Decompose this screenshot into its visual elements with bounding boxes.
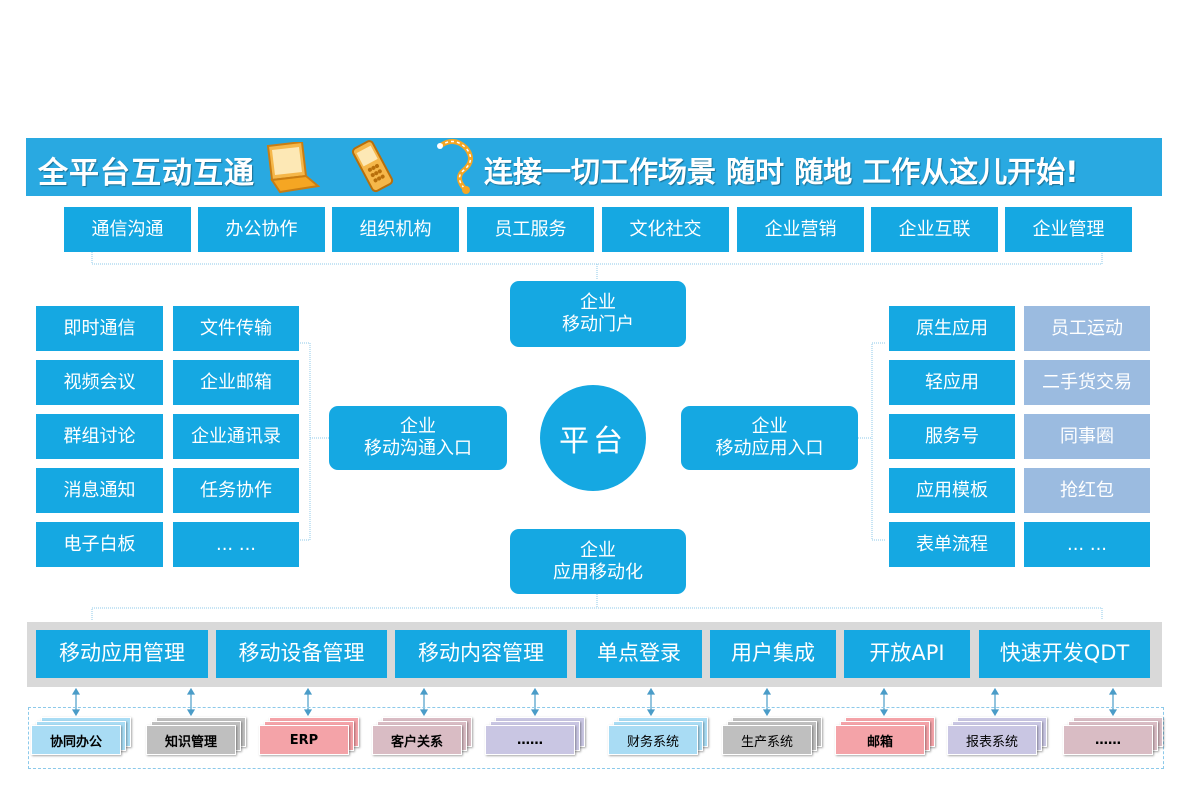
right-feature-6[interactable]: 同事圈 <box>1024 414 1150 459</box>
system-7[interactable]: 生产系统 <box>722 717 822 755</box>
system-8[interactable]: 邮箱 <box>835 717 935 755</box>
system-10[interactable]: …… <box>1063 717 1163 755</box>
right-feature-3[interactable]: 轻应用 <box>889 360 1015 405</box>
system-layer <box>608 725 698 755</box>
right-feature-10[interactable]: ... ... <box>1024 522 1150 567</box>
system-label: 生产系统 <box>740 734 793 750</box>
system-2[interactable]: 知识管理 <box>146 717 246 755</box>
right-feature-2[interactable]: 员工运动 <box>1024 306 1150 351</box>
left-feature-6[interactable]: 企业通讯录 <box>173 414 299 459</box>
right-feature-8[interactable]: 抢红包 <box>1024 468 1150 513</box>
system-label: ERP <box>289 732 319 748</box>
platform-hub[interactable]: 平台 <box>540 385 646 491</box>
mobilization-line-1: 企业 <box>580 539 616 561</box>
management-2[interactable]: 移动设备管理 <box>216 630 387 678</box>
left-feature-10[interactable]: ... ... <box>173 522 299 567</box>
category-3[interactable]: 组织机构 <box>332 207 459 252</box>
system-9[interactable]: 报表系统 <box>947 717 1047 755</box>
system-label: 邮箱 <box>866 734 893 750</box>
portal-line-1: 企业 <box>580 292 616 314</box>
category-8[interactable]: 企业管理 <box>1005 207 1132 252</box>
banner-slogan: 连接一切工作场景 随时 随地 工作从这儿开始! <box>484 155 1079 189</box>
left-feature-8[interactable]: 任务协作 <box>173 468 299 513</box>
management-1[interactable]: 移动应用管理 <box>36 630 208 678</box>
system-layer <box>722 725 812 755</box>
system-label: 客户关系 <box>390 734 443 750</box>
phone-icon <box>351 140 394 193</box>
management-5[interactable]: 用户集成 <box>710 630 836 678</box>
system-layer <box>31 725 121 755</box>
right-feature-4[interactable]: 二手货交易 <box>1024 360 1150 405</box>
category-7[interactable]: 企业互联 <box>871 207 998 252</box>
system-5[interactable]: …… <box>485 717 585 755</box>
left-feature-2[interactable]: 文件传输 <box>173 306 299 351</box>
category-4[interactable]: 员工服务 <box>467 207 594 252</box>
system-layer <box>947 725 1037 755</box>
right-feature-9[interactable]: 表单流程 <box>889 522 1015 567</box>
laptop-icon <box>266 142 320 194</box>
system-layer <box>372 725 462 755</box>
comm-entry-line-2: 移动沟通入口 <box>364 438 472 459</box>
management-7[interactable]: 快速开发QDT <box>979 630 1150 678</box>
category-6[interactable]: 企业营销 <box>737 207 864 252</box>
system-layer <box>485 725 575 755</box>
system-layer <box>259 725 349 755</box>
system-label: 知识管理 <box>164 734 217 750</box>
enterprise-communication-entry[interactable]: 企业 移动沟通入口 <box>329 406 507 470</box>
enterprise-app-entry[interactable]: 企业 移动应用入口 <box>681 406 858 470</box>
title-banner: 全平台互动互通 连接一切工作场景 随时 随地 工作从这儿开始! <box>26 138 1162 196</box>
backend-systems <box>28 707 1164 769</box>
mobilization-line-2: 应用移动化 <box>553 561 643 583</box>
comm-entry-line-1: 企业 <box>400 416 436 438</box>
connector-icon <box>437 139 473 194</box>
category-5[interactable]: 文化社交 <box>602 207 729 252</box>
category-2[interactable]: 办公协作 <box>198 207 325 252</box>
system-4[interactable]: 客户关系 <box>372 717 472 755</box>
system-3[interactable]: ERP <box>259 717 359 755</box>
left-feature-1[interactable]: 即时通信 <box>36 306 163 351</box>
enterprise-app-mobilization[interactable]: 企业 应用移动化 <box>510 529 686 594</box>
left-feature-3[interactable]: 视频会议 <box>36 360 163 405</box>
system-label: 财务系统 <box>626 734 679 750</box>
category-1[interactable]: 通信沟通 <box>64 207 191 252</box>
system-layer <box>1063 725 1153 755</box>
system-label: 报表系统 <box>965 734 1018 750</box>
system-6[interactable]: 财务系统 <box>608 717 708 755</box>
app-entry-line-2: 移动应用入口 <box>715 438 824 459</box>
left-feature-4[interactable]: 企业邮箱 <box>173 360 299 405</box>
system-label: 协同办公 <box>49 734 102 750</box>
enterprise-mobile-portal[interactable]: 企业 移动门户 <box>510 281 686 347</box>
left-feature-5[interactable]: 群组讨论 <box>36 414 163 459</box>
system-1[interactable]: 协同办公 <box>31 717 131 755</box>
right-feature-5[interactable]: 服务号 <box>889 414 1015 459</box>
left-feature-7[interactable]: 消息通知 <box>36 468 163 513</box>
management-6[interactable]: 开放API <box>844 630 970 678</box>
app-entry-line-1: 企业 <box>751 416 788 438</box>
system-layer <box>146 725 236 755</box>
system-layer <box>835 725 925 755</box>
system-label: …… <box>1095 732 1121 748</box>
left-feature-9[interactable]: 电子白板 <box>36 522 163 567</box>
banner-title: 全平台互动互通 <box>38 156 255 191</box>
portal-line-2: 移动门户 <box>562 314 634 335</box>
right-feature-1[interactable]: 原生应用 <box>889 306 1015 351</box>
right-feature-7[interactable]: 应用模板 <box>889 468 1015 513</box>
system-label: …… <box>517 732 543 748</box>
management-4[interactable]: 单点登录 <box>576 630 702 678</box>
management-3[interactable]: 移动内容管理 <box>395 630 567 678</box>
